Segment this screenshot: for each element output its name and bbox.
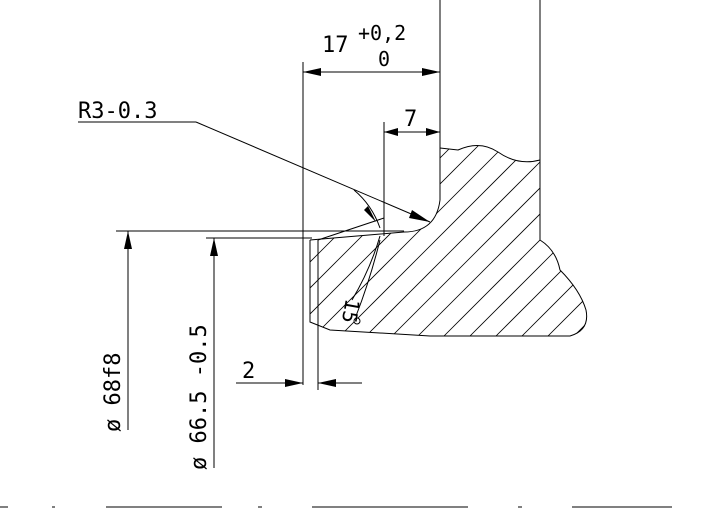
offset-text: 2 <box>242 359 255 384</box>
hatch-line <box>431 145 587 336</box>
hatch-line <box>535 145 587 336</box>
hatch-line <box>640 100 710 400</box>
dim-radius: R3-0.3 <box>78 99 431 223</box>
dim-diameter-68: ø 68f8 <box>101 230 404 432</box>
hatch-line <box>0 100 56 400</box>
width-nominal-text: 17 <box>322 33 349 58</box>
hatch-line <box>310 145 551 336</box>
hatch-line <box>0 100 290 400</box>
angle-text: 15 <box>337 297 365 325</box>
hatch-line <box>0 100 160 400</box>
hatch-line <box>692 100 710 400</box>
diameter-inner-text: ø 66.5 -0.5 <box>187 324 212 470</box>
hatch-line <box>0 100 108 400</box>
width-lower-tol-text: 0 <box>378 47 390 71</box>
hatch-line <box>310 145 473 336</box>
hatch-line <box>483 145 587 336</box>
radius-text: R3-0.3 <box>78 99 157 124</box>
part-outline <box>309 0 588 337</box>
hatch-line <box>0 100 4 400</box>
hatch-line <box>561 145 587 336</box>
hatch-line <box>0 100 82 400</box>
dim-angle: 15 <box>317 189 385 325</box>
hatch-line <box>310 145 317 336</box>
hatch-line <box>666 100 710 400</box>
hatch-line <box>379 145 587 336</box>
hatch-line <box>0 100 186 400</box>
dim-diameter-66: ø 66.5 -0.5 <box>187 237 312 470</box>
hatch-line <box>405 145 587 336</box>
hatch-line <box>310 145 525 336</box>
dim-offset-2: 2 <box>236 240 362 390</box>
hatch-line <box>310 145 395 336</box>
dim-width-17: 17 +0,2 0 <box>302 21 440 385</box>
dim-chamfer-7: 7 <box>383 107 440 236</box>
hatch-line <box>0 100 264 400</box>
hatch-line <box>310 145 499 336</box>
hatch-line <box>0 100 30 400</box>
hatch-line <box>588 100 710 400</box>
width-upper-tol-text: +0,2 <box>358 21 406 45</box>
chamfer-text: 7 <box>404 107 417 132</box>
hatch-line <box>310 145 577 336</box>
diameter-outer-text: ø 68f8 <box>101 353 126 432</box>
hatch-line <box>457 145 587 336</box>
hatch-line <box>353 145 587 336</box>
hatch-line <box>310 145 587 336</box>
hatch-line <box>614 100 710 400</box>
